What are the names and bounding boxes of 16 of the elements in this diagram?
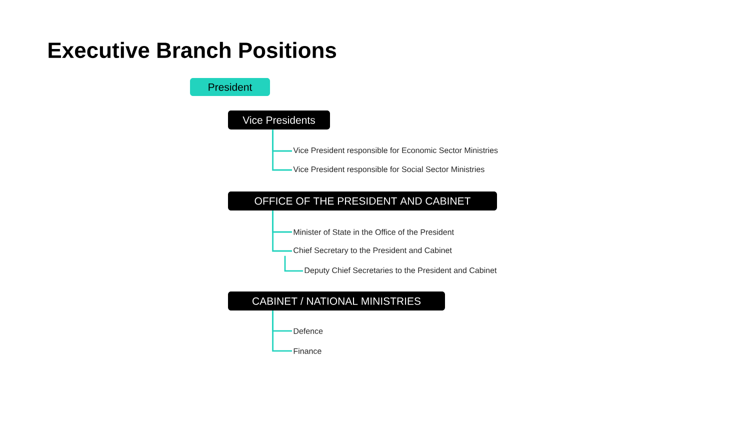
position-label: Finance — [294, 348, 322, 354]
position-label: Vice President responsible for Economic Sector Ministries — [293, 147, 498, 155]
position-label: Minister of State in the Office of the President — [294, 229, 454, 235]
section-box: CABINET / NATIONAL MINISTRIES — [228, 291, 445, 310]
position-label: Defence — [294, 328, 323, 334]
section-box: OFFICE OF THE PRESIDENT AND CABINET — [228, 191, 497, 210]
connector — [272, 310, 292, 352]
position-box: President — [190, 78, 270, 96]
connector — [272, 130, 292, 171]
connector — [272, 210, 292, 252]
connector — [284, 256, 303, 272]
position-label: Deputy Chief Secretaries to the President and Cabinet — [304, 267, 497, 275]
position-label: Chief Secretary to the President and Cabinet — [294, 247, 452, 255]
title: Executive Branch Positions — [48, 42, 336, 58]
section-box: Vice Presidents — [228, 110, 330, 130]
position-label: Vice President responsible for Social Sector Ministries — [293, 166, 484, 174]
